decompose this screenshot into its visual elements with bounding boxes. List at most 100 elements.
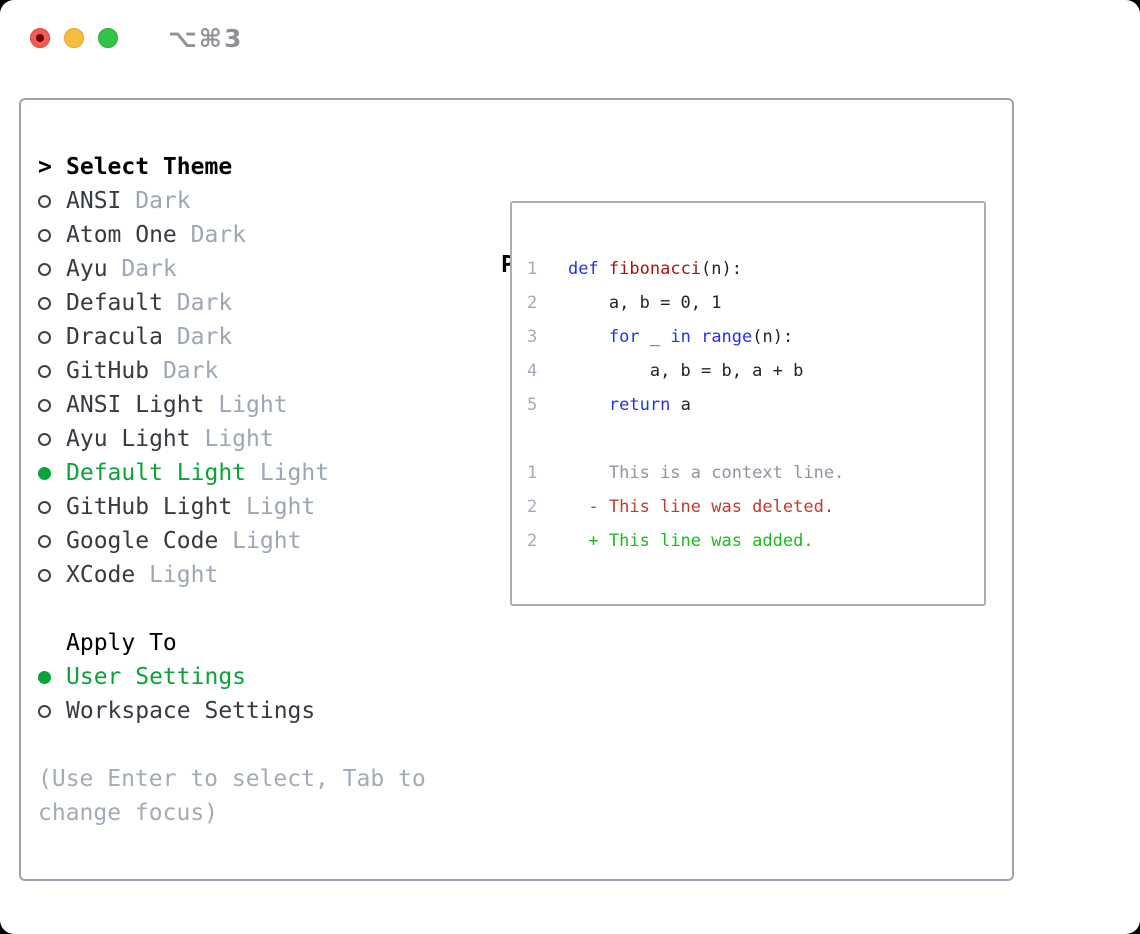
code-segment-added: + This line was added. [567, 531, 814, 551]
code-segment-code [568, 327, 609, 347]
theme-option-dracula[interactable]: Dracula Dark [38, 320, 443, 354]
option-label: XCode [66, 562, 136, 588]
line-number: 3 [527, 327, 568, 347]
option-variant-tag: Dark [176, 222, 247, 248]
theme-option-ansi-light[interactable]: ANSI Light Light [38, 388, 443, 422]
code-line-3: 3 for _ in range(n): [527, 320, 984, 354]
option-variant-tag: Dark [121, 188, 191, 214]
section-gap [38, 728, 443, 762]
radio-selected-icon [38, 466, 51, 480]
diff-line-3: 2 + This line was added. [527, 524, 984, 558]
radio-selected-icon [38, 670, 51, 684]
radio-unselected-icon [38, 398, 51, 412]
radio-unselected-icon [38, 296, 51, 310]
close-window-button[interactable] [30, 28, 50, 48]
theme-option-ayu[interactable]: Ayu Dark [38, 252, 443, 286]
option-label: Dracula [66, 324, 163, 350]
theme-option-github[interactable]: GitHub Dark [38, 354, 443, 388]
option-variant-tag: Light [204, 392, 288, 418]
code-segment-deleted: - This line was deleted. [567, 497, 835, 517]
theme-option-github-light[interactable]: GitHub Light Light [38, 490, 443, 524]
theme-option-default-light[interactable]: Default Light Light [38, 456, 443, 490]
theme-option-ansi[interactable]: ANSI Dark [38, 184, 443, 218]
radio-unselected-icon [38, 534, 51, 548]
theme-option-xcode[interactable]: XCode Light [38, 558, 443, 592]
option-variant-tag: Light [135, 562, 219, 588]
keyboard-hint-text: (Use Enter to select, Tab to change focu… [38, 766, 426, 826]
option-variant-tag: Dark [107, 256, 177, 282]
line-number: 1 [527, 463, 568, 483]
code-line-4: 4 a, b = b, a + b [527, 354, 984, 388]
apply-to-header: Apply To [38, 626, 443, 660]
option-variant-tag: Dark [162, 290, 233, 316]
code-line-5: 5 return a [527, 388, 984, 422]
code-segment-keyword: def [567, 259, 599, 279]
option-label: Default [66, 290, 163, 316]
code-segment-code: a, b = 0, 1 [567, 293, 722, 313]
theme-option-atom-one[interactable]: Atom One Dark [38, 218, 443, 252]
code-segment-keyword: return [608, 395, 671, 415]
option-label: Workspace Settings [66, 698, 316, 724]
option-label: ANSI [66, 188, 122, 214]
section-gap [38, 592, 443, 626]
option-label: User Settings [66, 664, 247, 690]
apply-to-title: Apply To [66, 630, 177, 656]
option-variant-tag: Light [232, 494, 316, 520]
theme-option-default[interactable]: Default Dark [38, 286, 443, 320]
option-label: GitHub Light [66, 494, 233, 520]
radio-unselected-icon [38, 364, 51, 378]
code-segment-code: _ [639, 327, 671, 347]
apply-option-user-settings[interactable]: User Settings [38, 660, 443, 694]
radio-unselected-icon [38, 500, 51, 514]
radio-unselected-icon [38, 432, 51, 446]
code-segment-code [568, 395, 609, 415]
option-label: Atom One [66, 222, 177, 248]
window-title: ⌥⌘3 [168, 24, 244, 53]
minimize-window-button[interactable] [64, 28, 84, 48]
titlebar: ⌥⌘3 [0, 0, 1140, 60]
code-segment-code: (n): [701, 259, 742, 279]
theme-option-google-code[interactable]: Google Code Light [38, 524, 443, 558]
option-variant-tag: Dark [162, 324, 233, 350]
option-label: Default Light [66, 460, 247, 486]
option-label: Ayu Light [66, 426, 191, 452]
code-segment-func: fibonacci [608, 259, 702, 279]
line-number: 4 [527, 361, 568, 381]
select-theme-title: Select Theme [66, 154, 233, 180]
option-variant-tag: Light [218, 528, 302, 554]
option-label: ANSI Light [66, 392, 205, 418]
radio-unselected-icon [38, 228, 51, 242]
radio-unselected-icon [38, 194, 51, 208]
option-label: GitHub [66, 358, 150, 384]
blank-line [527, 422, 984, 456]
line-number: 2 [527, 293, 568, 313]
option-label: Ayu [66, 256, 108, 282]
line-number: 5 [527, 395, 568, 415]
option-label: Google Code [66, 528, 219, 554]
line-number: 1 [527, 259, 568, 279]
select-theme-header: > Select Theme [38, 150, 443, 184]
code-segment-context: This is a context line. [567, 463, 845, 483]
code-segment-code: a [670, 395, 691, 415]
theme-option-ayu-light[interactable]: Ayu Light Light [38, 422, 443, 456]
line-number: 2 [527, 531, 568, 551]
code-segment-code: (n): [752, 327, 794, 347]
code-line-1: 1 def fibonacci(n): [527, 252, 984, 286]
code-line-2: 2 a, b = 0, 1 [527, 286, 984, 320]
option-variant-tag: Light [246, 460, 330, 486]
line-number: 2 [527, 497, 568, 517]
apply-option-workspace-settings[interactable]: Workspace Settings [38, 694, 443, 728]
code-segment-keyword: for [608, 327, 640, 347]
zoom-window-button[interactable] [98, 28, 118, 48]
radio-unselected-icon [38, 704, 51, 718]
code-segment-keyword: range [701, 327, 753, 347]
radio-unselected-icon [38, 330, 51, 344]
radio-unselected-icon [38, 262, 51, 276]
code-segment-code [691, 327, 701, 347]
